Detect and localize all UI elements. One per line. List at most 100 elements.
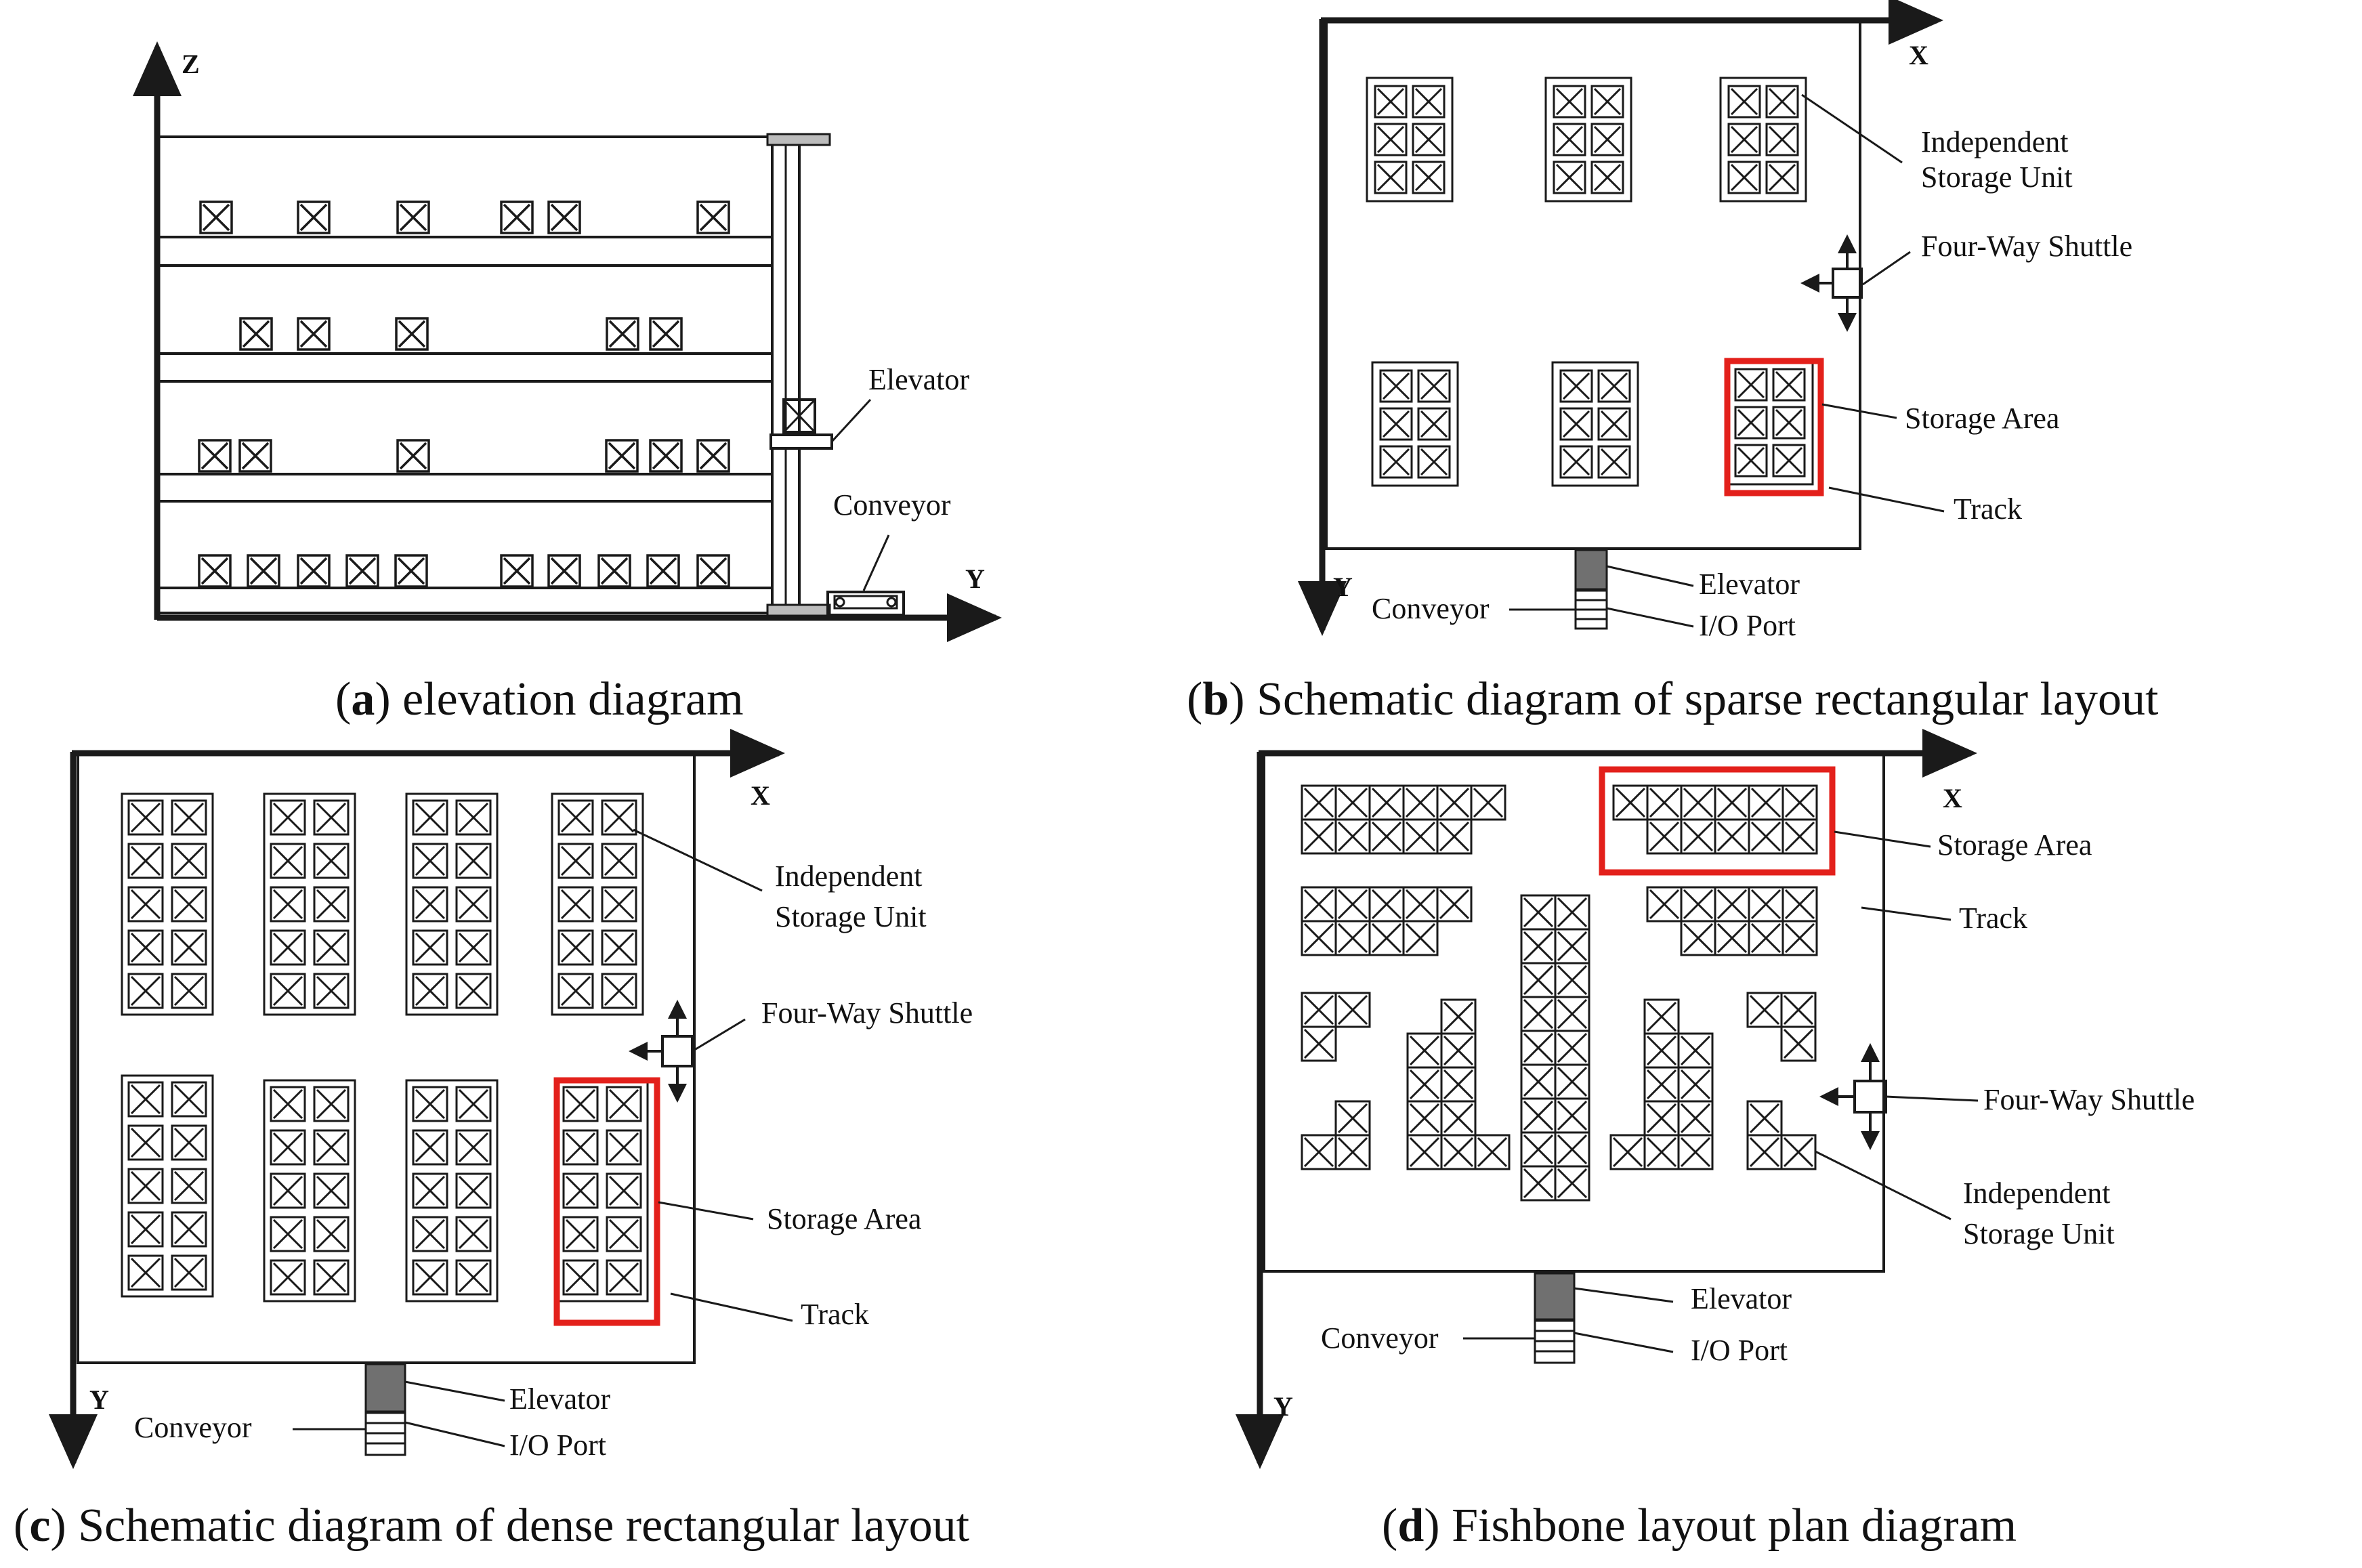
storage-box [1334,992,1371,1028]
storage-box [171,929,207,966]
conveyor-label: Conveyor [1372,592,1490,625]
storage-box [1677,1066,1714,1103]
independent-storage-unit [1406,998,1511,1170]
storage-box [412,929,448,966]
independent-storage-unit [1301,886,1473,956]
storage-box [1559,445,1593,479]
storage-box [606,317,639,351]
storage-box [1714,818,1750,855]
storage-box [1714,784,1750,821]
storage-box [1520,1131,1557,1168]
storage-box [313,1216,350,1252]
storage-box [297,317,331,351]
storage-box [1520,894,1557,931]
axis-y-label: Y [89,1384,109,1415]
elevator-label: Elevator [868,363,969,396]
storage-box [1379,445,1413,479]
elevator [1574,549,1608,591]
storage-box [313,1259,350,1296]
elevator [1534,1272,1576,1321]
caption-a: (a) elevation diagram [335,673,744,725]
conveyor [826,591,905,616]
axis-z-label: Z [182,49,200,79]
storage-box [455,886,492,923]
storage-box [455,1172,492,1209]
storage-box [1714,920,1750,956]
storage-box [171,973,207,1009]
storage-box [1440,1066,1477,1103]
unit-label-line1: Independent [775,860,922,893]
storage-box [1402,886,1439,923]
independent-storage-unit [1646,886,1818,956]
independent-storage-unit [1612,784,1818,855]
independent-storage-unit [121,792,214,1016]
storage-box [1334,784,1371,821]
storage-box [455,1129,492,1166]
panel-sparse-layout: X Y Independent Storage Unit Four-Way Sh… [1298,0,2132,642]
storage-box [547,200,581,234]
io-port [364,1412,406,1456]
storage-box [270,1172,306,1209]
storage-box [1417,407,1451,441]
storage-box [1781,886,1818,923]
unit-label-line2: Storage Unit [1963,1217,2115,1250]
four-way-shuttle [1819,1043,1887,1150]
storage-box [1554,1131,1590,1168]
io-port-label: I/O Port [1699,609,1796,642]
storage-box [1301,886,1337,923]
storage-box [412,1259,448,1296]
storage-box [412,1216,448,1252]
storage-box [1677,1032,1714,1069]
storage-box [1334,886,1371,923]
storage-box [1436,818,1473,855]
storage-box [562,1259,599,1296]
storage-box [1334,818,1371,855]
storage-box [1734,444,1768,478]
unit-label-line2: Storage Unit [1921,161,2073,194]
independent-storage-unit [1551,361,1639,487]
storage-box [412,886,448,923]
storage-box [455,929,492,966]
storage-box [1334,1100,1371,1137]
storage-box [500,554,534,588]
storage-box [606,1172,642,1209]
independent-storage-unit [551,792,644,1016]
storage-box [1301,992,1337,1028]
unit-label-line1: Independent [1963,1177,2110,1210]
storage-box [396,200,430,234]
storage-box [455,843,492,879]
independent-storage-unit [405,792,499,1016]
storage-box [313,1129,350,1166]
storage-box [412,799,448,836]
storage-box [1609,1134,1646,1170]
storage-box [1772,406,1806,440]
independent-storage-unit [555,1079,649,1302]
independent-storage-unit [1726,360,1814,486]
storage-box [313,799,350,836]
storage-box [1301,920,1337,956]
independent-storage-unit [263,792,356,1016]
independent-storage-unit [1366,77,1454,203]
independent-storage-units [121,792,649,1302]
storage-box [1334,1134,1371,1170]
shuttle-label: Four-Way Shuttle [1921,230,2132,263]
storage-box [127,799,164,836]
storage-box [1727,161,1761,194]
storage-box [562,1086,599,1122]
storage-box [1590,123,1624,156]
storage-box [127,1081,164,1118]
storage-box [1748,920,1784,956]
storage-box [1643,1032,1680,1069]
leader-lines [1463,830,1979,1353]
storage-box [1677,1100,1714,1137]
storage-box [270,1259,306,1296]
storage-box [547,554,581,588]
storage-box [1680,886,1716,923]
storage-box [1520,1063,1557,1100]
storage-box [171,1081,207,1118]
storage-box [1520,962,1557,998]
storage-box [1734,368,1768,402]
storage-box [127,843,164,879]
storage-box [557,799,594,836]
storage-box [1714,886,1750,923]
